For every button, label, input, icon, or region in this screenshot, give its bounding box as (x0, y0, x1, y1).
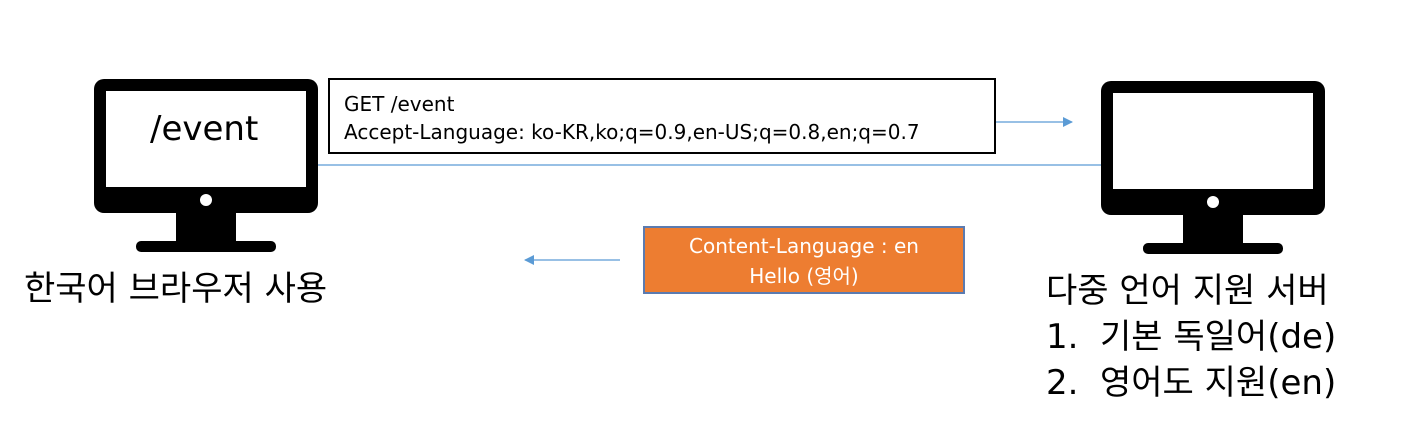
content-language-header: Content-Language : en (689, 234, 919, 258)
item-number: 1. (1046, 317, 1079, 357)
accept-language-header: Accept-Language: ko-KR,ko;q=0.9,en-US;q=… (344, 120, 920, 144)
server-monitor-icon (1101, 81, 1325, 254)
item-text: 영어도 지원(en) (1100, 363, 1337, 403)
client-label: 한국어 브라우저 사용 (24, 269, 328, 309)
server-feature-item: 1. 기본 독일어(de) (1046, 314, 1336, 360)
item-text: 기본 독일어(de) (1100, 317, 1337, 357)
server-label: 다중 언어 지원 서버 1. 기본 독일어(de) 2. 영어도 지원(en) (1046, 268, 1336, 406)
client-screen-path: /event (150, 109, 259, 149)
client-monitor-icon (94, 79, 318, 252)
request-box: GET /event Accept-Language: ko-KR,ko;q=0… (328, 78, 996, 154)
server-feature-item: 2. 영어도 지원(en) (1046, 360, 1336, 406)
response-body: Hello (영어) (749, 264, 859, 288)
item-number: 2. (1046, 363, 1079, 403)
request-line: GET /event (344, 92, 455, 116)
server-title: 다중 언어 지원 서버 (1046, 271, 1329, 311)
response-box: Content-Language : en Hello (영어) (643, 226, 965, 294)
